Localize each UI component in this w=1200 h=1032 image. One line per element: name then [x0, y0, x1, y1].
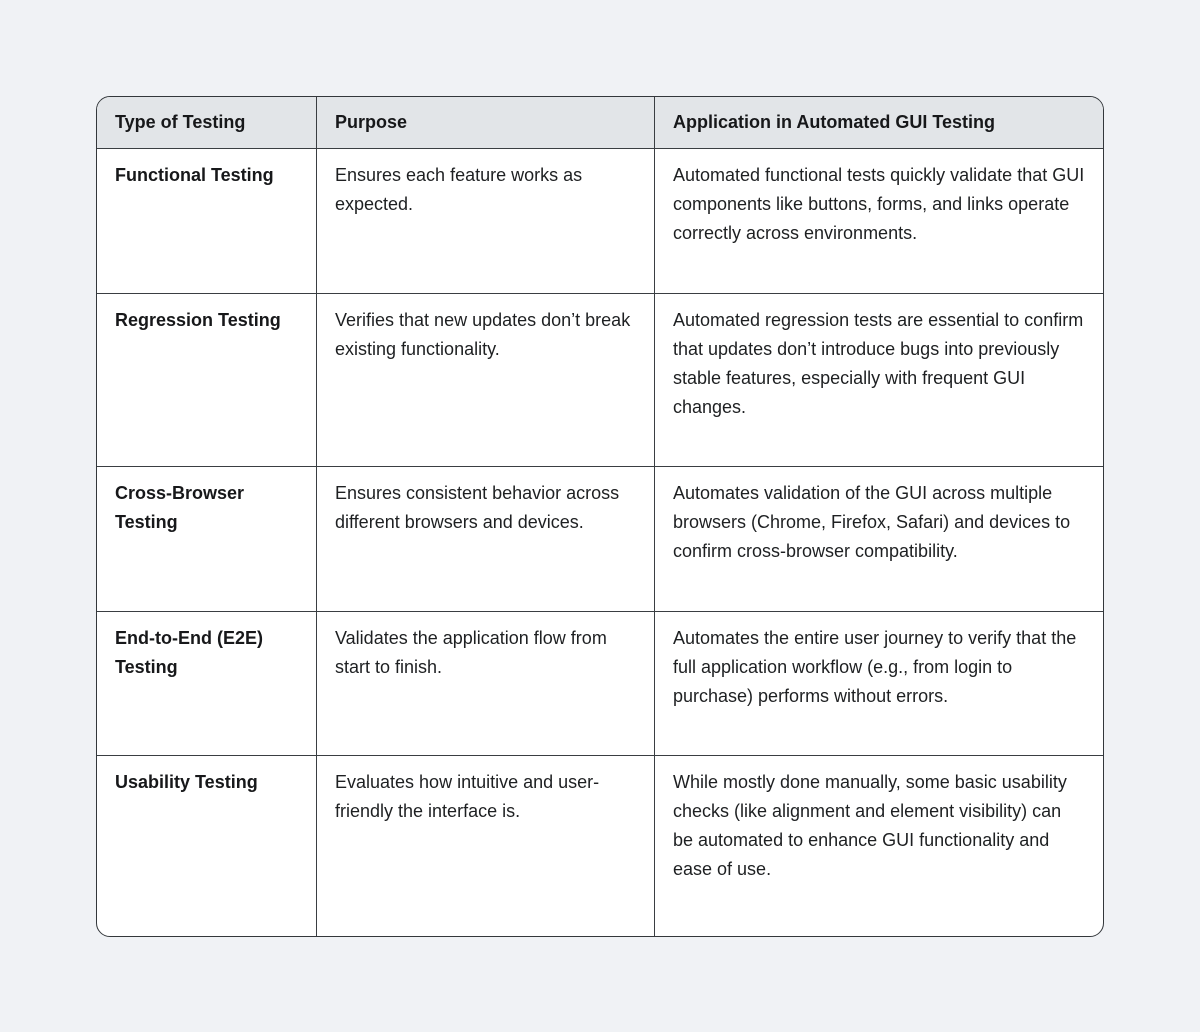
cell-application: While mostly done manually, some basic u…	[673, 772, 1067, 879]
cell-testing-type: Functional Testing	[97, 149, 317, 294]
table-row-functional-testing: Functional Testing Ensures each feature …	[97, 149, 1103, 294]
cell-testing-type: Regression Testing	[97, 294, 317, 467]
cell-purpose: Evaluates how intuitive and user-friendl…	[317, 756, 655, 936]
cell-application: Automated functional tests quickly valid…	[655, 149, 1103, 294]
cell-application: Automates the entire user journey to ver…	[655, 612, 1103, 756]
cell-testing-type: End-to-End (E2E) Testing	[97, 612, 317, 756]
table-row-cross-browser-testing: Cross-Browser Testing Ensures consistent…	[97, 467, 1103, 612]
cell-purpose: Ensures each feature works as expected.	[317, 149, 655, 294]
testing-types-table-grid: Type of Testing Purpose Application in A…	[97, 97, 1103, 936]
table-row-end-to-end-testing: End-to-End (E2E) Testing Validates the a…	[97, 612, 1103, 756]
table-row-usability-testing: Usability Testing Evaluates how intuitiv…	[97, 756, 1103, 936]
testing-types-table: Type of Testing Purpose Application in A…	[96, 96, 1104, 937]
cell-application: Automates validation of the GUI across m…	[655, 467, 1103, 612]
cell-application: Automated regression tests are essential…	[655, 294, 1103, 467]
column-header-application: Application in Automated GUI Testing	[655, 97, 1103, 149]
column-header-type-of-testing: Type of Testing	[97, 97, 317, 149]
cell-testing-type: Cross-Browser Testing	[97, 467, 317, 612]
cell-testing-type: Usability Testing	[97, 756, 317, 936]
cell-purpose: Verifies that new updates don’t break ex…	[317, 294, 655, 467]
column-header-purpose: Purpose	[317, 97, 655, 149]
table-row-regression-testing: Regression Testing Verifies that new upd…	[97, 294, 1103, 467]
table-header-row: Type of Testing Purpose Application in A…	[97, 97, 1103, 149]
cell-purpose: Ensures consistent behavior across diffe…	[317, 467, 655, 612]
cell-purpose: Validates the application flow from star…	[317, 612, 655, 756]
